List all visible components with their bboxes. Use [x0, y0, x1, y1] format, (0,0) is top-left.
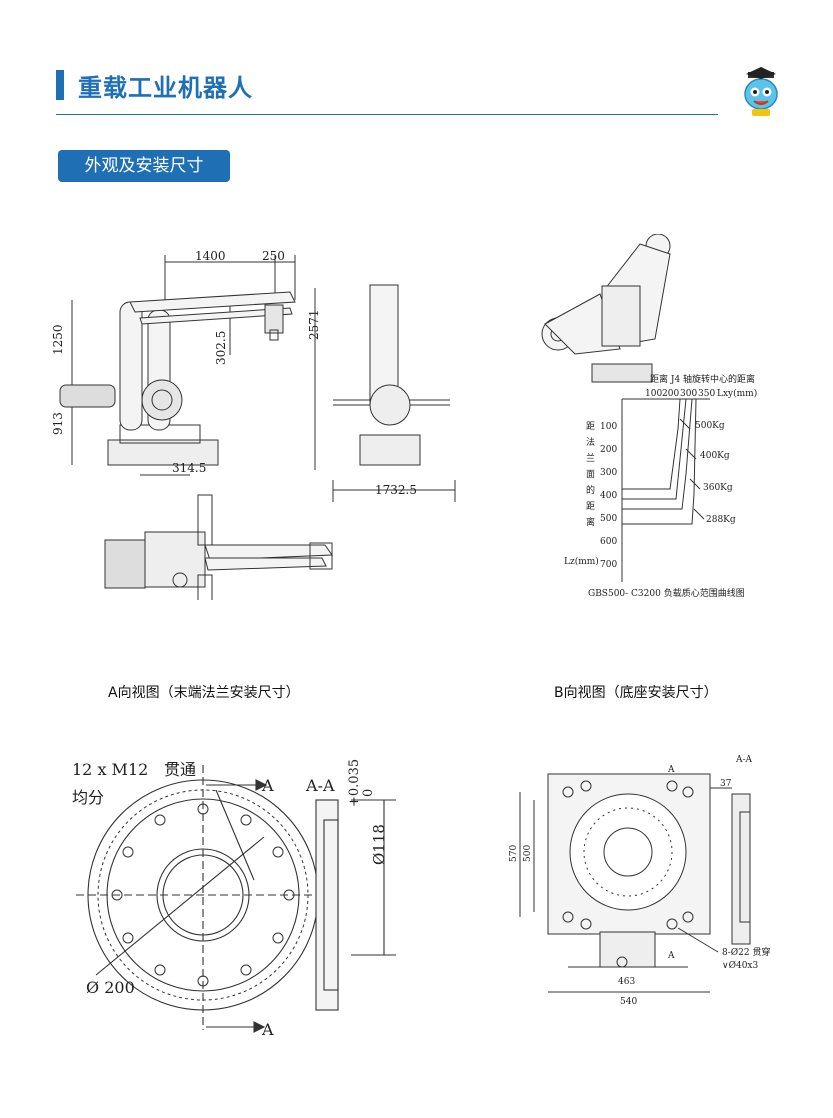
svg-text:400: 400: [600, 491, 617, 501]
svg-text:200: 200: [600, 445, 617, 455]
svg-text:A: A: [261, 1020, 274, 1039]
svg-text:288Kg: 288Kg: [706, 515, 736, 525]
svg-text:面: 面: [586, 469, 595, 480]
svg-text:∨Ø40x3: ∨Ø40x3: [722, 960, 758, 971]
svg-text:0: 0: [361, 789, 376, 797]
svg-text:A: A: [667, 765, 675, 775]
svg-text:A: A: [667, 951, 675, 961]
robot-mascot-icon: [744, 67, 778, 116]
svg-text:100: 100: [645, 389, 662, 399]
title-accent-bar: [56, 70, 64, 100]
svg-text:法: 法: [586, 436, 595, 448]
svg-text:463: 463: [618, 977, 635, 987]
svg-text:距: 距: [586, 501, 595, 512]
header-divider: [56, 114, 718, 115]
svg-text:Lxy(mm): Lxy(mm): [717, 388, 757, 399]
svg-text:距: 距: [586, 421, 595, 432]
svg-text:500: 500: [523, 845, 533, 862]
svg-text:500: 500: [600, 514, 617, 524]
svg-text:302.5: 302.5: [214, 331, 228, 365]
svg-text:距离 J4 轴旋转中心的距离: 距离 J4 轴旋转中心的距离: [650, 373, 755, 385]
svg-text:360Kg: 360Kg: [703, 483, 733, 493]
svg-text:贯通: 贯通: [164, 760, 196, 779]
flange-drawing: 12 x M12 贯通 均分 A A A-A Ø 200 Ø118 +0.035…: [72, 759, 396, 1039]
caption-view-b: B向视图（底座安装尺寸）: [554, 685, 718, 701]
svg-text:2571: 2571: [307, 309, 321, 340]
svg-text:A-A: A-A: [735, 755, 753, 765]
page-title: 重载工业机器人: [78, 74, 253, 102]
svg-text:Lz(mm): Lz(mm): [564, 556, 599, 567]
load-curve-chart: 距离 J4 轴旋转中心的距离 100 200 300 350 Lxy(mm) 1…: [541, 234, 757, 599]
svg-text:300: 300: [600, 468, 617, 478]
svg-text:Ø118: Ø118: [370, 824, 388, 865]
svg-text:540: 540: [620, 997, 637, 1007]
svg-text:GBS500- C3200 负载质心范围曲线图: GBS500- C3200 负载质心范围曲线图: [588, 587, 745, 599]
base-drawing: A A A-A 37 570 500 463 540 8-Ø22 贯穿 ∨Ø40…: [509, 755, 770, 1007]
svg-text:400Kg: 400Kg: [700, 451, 730, 461]
svg-text:1400: 1400: [195, 249, 226, 263]
section-tab: 外观及安装尺寸: [58, 150, 230, 182]
svg-text:的: 的: [586, 484, 595, 496]
svg-text:700: 700: [600, 560, 617, 570]
svg-text:离: 离: [586, 516, 595, 528]
svg-text:314.5: 314.5: [172, 461, 206, 475]
svg-text:250: 250: [262, 249, 285, 263]
svg-text:350: 350: [698, 389, 715, 399]
svg-text:200: 200: [662, 389, 679, 399]
svg-text:100: 100: [600, 422, 617, 432]
svg-text:A: A: [261, 776, 274, 795]
robot-side-view-drawing: 1400 250 1250 302.5 913 314.5 2571 1732.…: [51, 249, 456, 600]
svg-text:均分: 均分: [72, 788, 104, 807]
svg-text:600: 600: [600, 537, 617, 547]
svg-text:A-A: A-A: [305, 776, 335, 795]
svg-text:570: 570: [509, 845, 519, 862]
svg-text:12 x M12: 12 x M12: [72, 760, 148, 779]
svg-text:1732.5: 1732.5: [375, 483, 417, 497]
svg-text:500Kg: 500Kg: [695, 421, 725, 431]
svg-text:8-Ø22 贯穿: 8-Ø22 贯穿: [722, 946, 770, 958]
svg-text:兰: 兰: [586, 452, 595, 464]
svg-text:+0.035: +0.035: [347, 759, 362, 807]
svg-text:1250: 1250: [51, 324, 65, 355]
svg-text:300: 300: [680, 389, 697, 399]
svg-text:913: 913: [51, 412, 65, 435]
svg-text:37: 37: [720, 779, 732, 789]
caption-view-a: A向视图（末端法兰安装尺寸）: [108, 685, 300, 701]
svg-text:Ø 200: Ø 200: [86, 978, 135, 997]
